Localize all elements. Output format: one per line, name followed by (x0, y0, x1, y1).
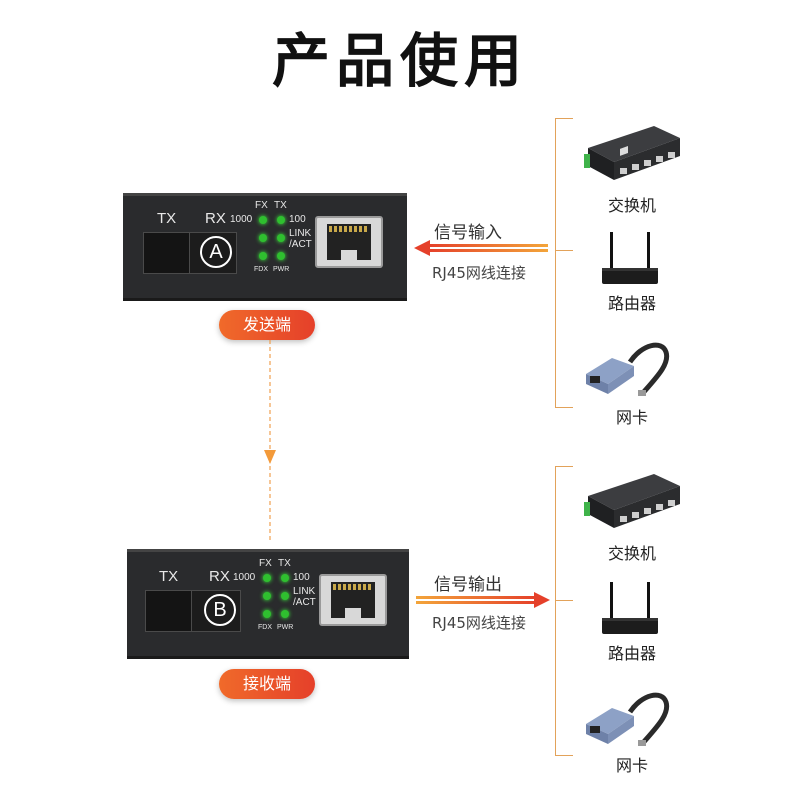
device-label-router: 路由器 (607, 294, 656, 313)
receiver-converter: TX RX B 1000 FX TX 100 LINK /ACT FDX PWR (127, 549, 409, 659)
cable-label-bottom: RJ45网线连接 (432, 614, 526, 632)
led-link-right (281, 592, 289, 600)
bracket-tick (555, 466, 573, 467)
signal-input-label: 信号输入 (434, 223, 502, 243)
speed-1000-label: 1000 (233, 572, 256, 583)
bracket-tick (555, 407, 573, 408)
bracket-tick (555, 250, 573, 251)
page-title: 产品使用 (271, 27, 528, 95)
device-bracket-top (555, 118, 556, 408)
led-fx (263, 574, 271, 582)
fx-label: FX (259, 558, 272, 569)
receiver-badge: 接收端 (219, 669, 315, 699)
fdx-label: FDX (254, 266, 268, 273)
rx-label: RX (209, 568, 230, 585)
sender-badge: 发送端 (219, 310, 315, 340)
rj45-port-icon (319, 574, 387, 626)
fdx-label: FDX (258, 624, 272, 631)
link-label: LINK (293, 586, 316, 597)
speed-100-label: 100 (289, 214, 306, 225)
bracket-tick (555, 755, 573, 756)
signal-output-label: 信号输出 (434, 575, 502, 595)
pwr-label: PWR (273, 266, 290, 273)
bracket-tick (555, 118, 573, 119)
led-link-left (259, 234, 267, 242)
link-label: LINK (289, 228, 312, 239)
device-label-switch: 交换机 (607, 544, 656, 563)
device-bracket-bottom (555, 466, 556, 756)
tx-label: TX (157, 210, 177, 227)
led-fx (259, 216, 267, 224)
speed-100-label: 100 (293, 572, 310, 583)
cable-label-top: RJ45网线连接 (432, 264, 526, 282)
port-letter-a: A (200, 236, 232, 268)
act-label: /ACT (289, 239, 312, 250)
tx-led-label: TX (274, 200, 287, 211)
device-label-switch: 交换机 (607, 196, 656, 215)
input-arrow-icon (414, 240, 548, 256)
rj45-port-icon (315, 216, 383, 268)
led-fdx (259, 252, 267, 260)
device-label-router: 路由器 (607, 644, 656, 663)
led-pwr (277, 252, 285, 260)
rx-label: RX (205, 210, 226, 227)
router-icon (602, 582, 658, 634)
tx-led-label: TX (278, 558, 291, 569)
output-arrow-icon (416, 592, 550, 608)
flow-down-arrow-icon (264, 340, 276, 540)
fiber-port-tx (145, 590, 193, 632)
pwr-label: PWR (277, 624, 294, 631)
led-pwr (281, 610, 289, 618)
device-label-nic: 网卡 (615, 408, 648, 427)
sender-converter: TX RX A 1000 FX TX 100 LINK /ACT FDX PWR (123, 193, 407, 301)
network-adapter-icon (586, 342, 670, 396)
act-label: /ACT (293, 597, 316, 608)
tx-label: TX (159, 568, 179, 585)
router-icon (602, 232, 658, 284)
port-letter-b: B (204, 594, 236, 626)
switch-icon (584, 474, 680, 528)
fx-label: FX (255, 200, 268, 211)
bracket-tick (555, 600, 573, 601)
led-tx (277, 216, 285, 224)
led-link-right (277, 234, 285, 242)
device-label-nic: 网卡 (615, 756, 648, 775)
led-tx (281, 574, 289, 582)
led-fdx (263, 610, 271, 618)
network-adapter-icon (586, 692, 670, 746)
speed-1000-label: 1000 (230, 214, 253, 225)
switch-icon (584, 126, 680, 180)
led-link-left (263, 592, 271, 600)
fiber-port-tx (143, 232, 191, 274)
